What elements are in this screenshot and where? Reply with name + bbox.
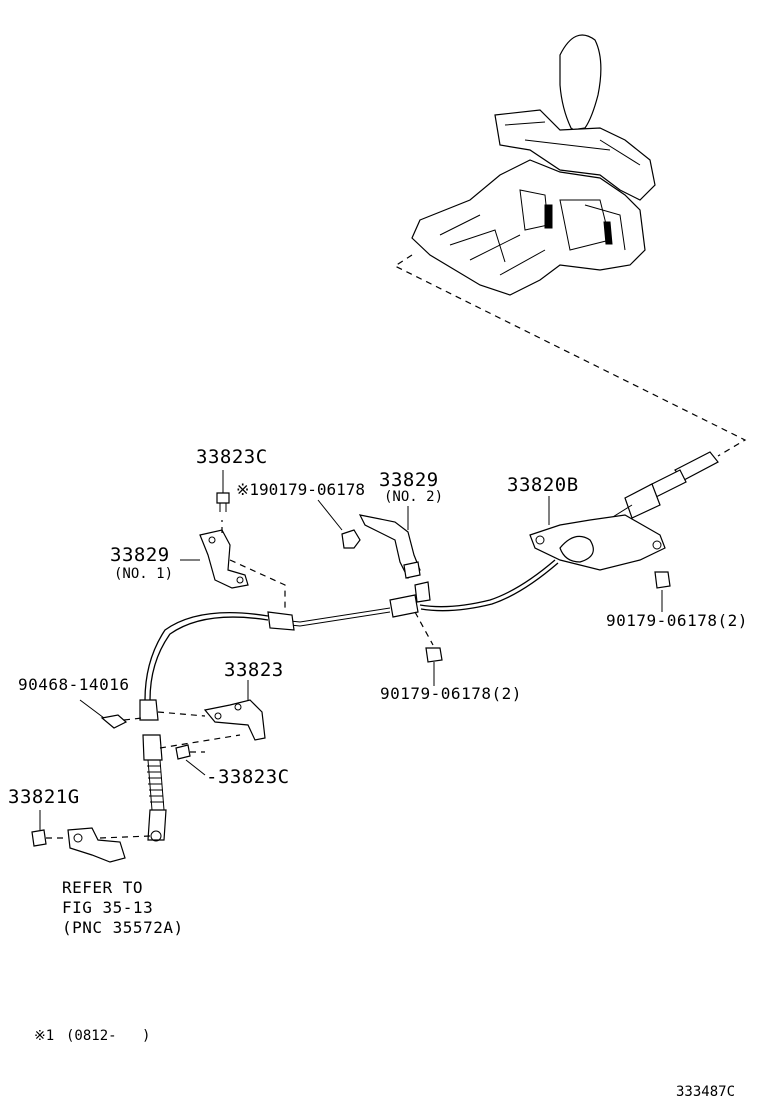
bracket-33829-no2 xyxy=(358,514,431,603)
lower-lever-linkage xyxy=(67,827,126,863)
clip-dashed-guide xyxy=(123,717,143,721)
label-90179-06178-right: 90179-06178(2) xyxy=(606,611,748,630)
nut-33821G xyxy=(31,829,47,847)
linkage-dashed-guide xyxy=(99,835,151,839)
mid-nut-dashed-guide xyxy=(414,611,434,646)
label-33829-no2: 33829 xyxy=(379,469,439,491)
bolt-33823C-bottom xyxy=(175,744,191,760)
shift-cable-33820B xyxy=(139,451,719,842)
label-33823: 33823 xyxy=(224,659,284,681)
bolt-33823C-top xyxy=(216,492,230,512)
label-33823C-top: 33823C xyxy=(196,446,268,468)
label-33829-no1-sub: (NO. 1) xyxy=(114,566,173,582)
label-33829-no1: 33829 xyxy=(110,544,170,566)
nut-90179-06178-top xyxy=(341,529,361,549)
label-33820B: 33820B xyxy=(507,474,579,496)
lever-to-cable-dashed-guide xyxy=(393,254,747,457)
label-33821G: 33821G xyxy=(8,786,80,808)
clip-90468-14016 xyxy=(100,714,128,729)
refer-line-3: (PNC 35572A) xyxy=(62,918,184,937)
label-33823C-bottom: -33823C xyxy=(206,766,290,788)
figure-id: 333487C xyxy=(676,1084,735,1100)
footnote-close: ) xyxy=(142,1028,150,1044)
label-90468-14016: 90468-14016 xyxy=(18,675,129,694)
bracket-33823-dashed-guide xyxy=(157,711,241,749)
bracket-33829-no1 xyxy=(199,529,249,589)
bracket-33823 xyxy=(203,699,266,741)
label-90179-06178-top: ※190179-06178 xyxy=(236,480,365,499)
refer-line-1: REFER TO xyxy=(62,878,143,897)
footnote-mark: ※1 xyxy=(34,1028,54,1044)
nut-90179-06178-right xyxy=(654,571,671,589)
leader-lines xyxy=(39,470,663,830)
shift-lever-assembly-illustration xyxy=(411,34,656,296)
nut-90179-06178-mid xyxy=(425,647,443,663)
label-90179-06178-mid: 90179-06178(2) xyxy=(380,684,522,703)
footnote-range: (0812- xyxy=(66,1028,117,1044)
refer-line-2: FIG 35-13 xyxy=(62,898,153,917)
label-33829-no2-sub: (NO. 2) xyxy=(384,489,443,505)
bracket-no1-dashed-guide xyxy=(221,520,286,612)
